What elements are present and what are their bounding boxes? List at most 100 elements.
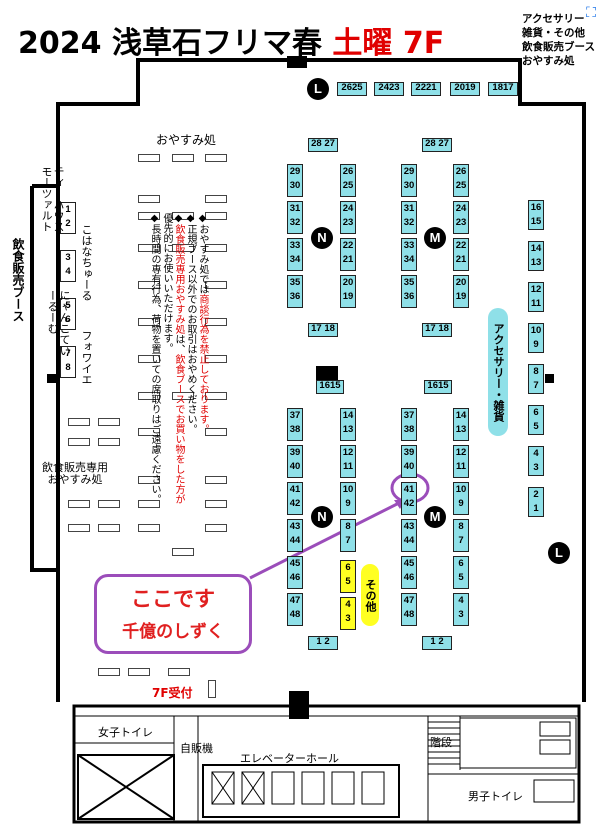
event-title: 2024 浅草石フリマ春: [18, 26, 322, 61]
exhibitor-name: にゃんこていーるーむ: [46, 290, 71, 356]
booth-group[interactable]: 17 18: [422, 323, 452, 337]
womens-toilet-label: 女子トイレ: [98, 726, 153, 739]
accessory-zone-label: アクセサリー・雑貨: [488, 308, 508, 436]
booth-group[interactable]: 28 27: [308, 138, 338, 152]
food-rest-label: 飲食販売専用おやすみ処: [42, 461, 108, 486]
rest-table: [205, 500, 227, 508]
marker-M: M: [424, 506, 446, 528]
booth-group[interactable]: 1 2: [308, 636, 338, 650]
callout-shop-name: 千億のしずく: [122, 622, 224, 642]
expand-icon[interactable]: ⛶: [586, 5, 596, 21]
booth-group-top[interactable]: 1817: [488, 82, 518, 96]
booth-group-top[interactable]: 2221: [411, 82, 441, 96]
rest-table: [68, 524, 90, 532]
booth-group-top[interactable]: 2019: [450, 82, 480, 96]
elevator-hall-label: エレベーターホール: [240, 752, 339, 765]
rest-table: [138, 244, 160, 252]
rest-table: [138, 476, 160, 484]
stairs-label: 階段: [430, 736, 452, 749]
exhibitor-name: こはなちゅーる: [80, 224, 93, 301]
callout-title: ここです: [131, 587, 215, 611]
marker-M: M: [424, 227, 446, 249]
booth-group[interactable]: 1 2: [422, 636, 452, 650]
booth-group[interactable]: 1615: [424, 380, 452, 394]
reception-desk: [208, 680, 216, 698]
rest-table: [205, 281, 227, 289]
booth-group-top[interactable]: 2625: [337, 82, 367, 96]
booth-group[interactable]: 17 18: [308, 323, 338, 337]
rest-table: [205, 524, 227, 532]
rest-table: [138, 355, 160, 363]
marker-N: N: [311, 506, 333, 528]
marker-L: L: [307, 78, 329, 100]
rest-table: [138, 524, 160, 532]
booth-group[interactable]: 28 27: [422, 138, 452, 152]
booth-group[interactable]: 1615: [316, 380, 344, 394]
booth-group-top[interactable]: 2423: [374, 82, 404, 96]
rest-table: [98, 524, 120, 532]
rest-table: [138, 154, 160, 162]
rest-table: [172, 392, 194, 400]
rest-table: [138, 195, 160, 203]
page-title: 2024 浅草石フリマ春 土曜 7F: [18, 18, 444, 62]
rest-table: [98, 668, 120, 676]
rest-table: [68, 500, 90, 508]
pillar: [289, 691, 309, 719]
rest-table: [68, 438, 90, 446]
rest-table: [98, 500, 120, 508]
rest-table: [138, 392, 160, 400]
